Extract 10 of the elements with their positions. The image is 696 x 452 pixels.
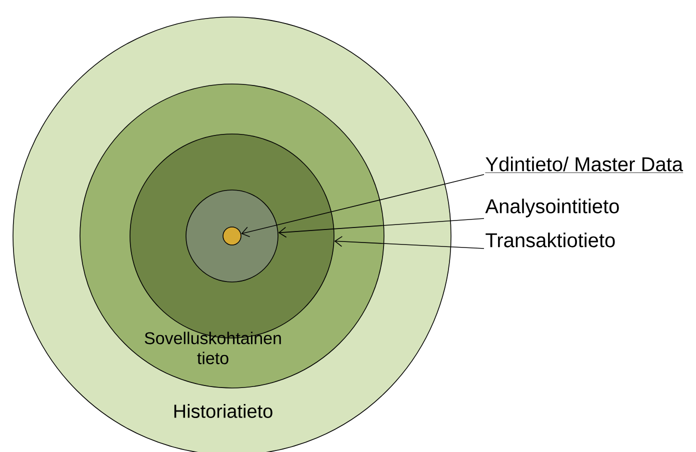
circle-label: Sovelluskohtainen tieto bbox=[144, 332, 281, 364]
callout-label: Ydintieto/ Master Data bbox=[485, 156, 684, 173]
leader-line bbox=[278, 218, 484, 238]
callout-label: Analysointitieto bbox=[485, 198, 619, 218]
leader-line bbox=[334, 236, 484, 249]
circle-band bbox=[222, 226, 242, 246]
circle-label: Historiatieto bbox=[174, 404, 272, 418]
leader-line bbox=[241, 174, 484, 238]
circle-band bbox=[186, 190, 278, 282]
callout-label: Transaktiotieto bbox=[486, 232, 615, 248]
